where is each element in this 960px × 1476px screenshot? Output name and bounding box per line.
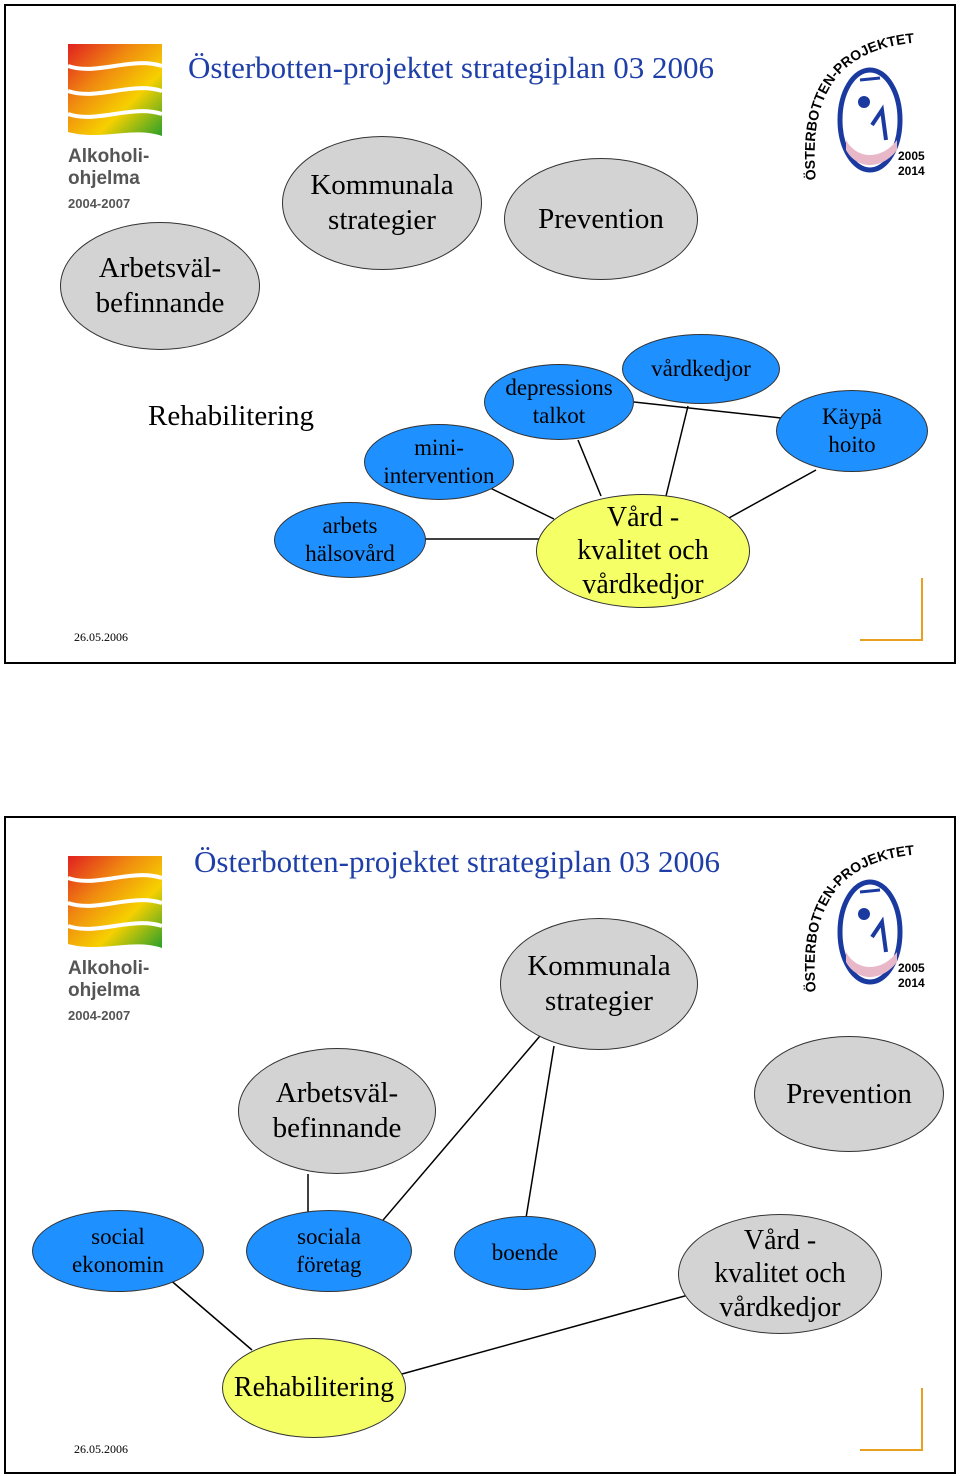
- link-rehab-vard: [401, 1293, 693, 1375]
- alk-logo-line1: Alkoholi-: [68, 958, 149, 979]
- node-social-ekonomin: social ekonomin: [32, 1210, 204, 1292]
- alkoholiohjelma-logo: Alkoholi- ohjelma 2004-2007: [67, 856, 163, 1023]
- alkoholiohjelma-logo: Alkoholi- ohjelma 2004-2007: [67, 44, 163, 211]
- node-boende: boende: [454, 1216, 596, 1290]
- link-depressions-kaypa: [633, 401, 782, 419]
- corner-mark: [860, 578, 923, 641]
- alk-logo-line2: ohjelma: [68, 168, 140, 189]
- link-kommunala-rehab: [377, 1035, 541, 1227]
- node-arbetsvalbefinnande: Arbetsväl- befinnande: [60, 222, 260, 350]
- node-kaypa-hoito: Käypä hoito: [776, 390, 928, 472]
- ost-logo-year1: 2005: [898, 149, 925, 163]
- ost-logo-year2: 2014: [898, 164, 925, 178]
- node-arbetsvalbefinnande: Arbetsväl- befinnande: [238, 1048, 436, 1174]
- node-mini-intervention: mini- intervention: [364, 424, 514, 500]
- slide-1: Alkoholi- ohjelma 2004-2007 ÖSTERBOTTEN-…: [4, 4, 956, 664]
- link-vardkedjor-vard: [665, 405, 689, 497]
- link-social-rehab: [167, 1277, 253, 1351]
- link-mini-vard: [485, 485, 555, 520]
- link-depressions-vard: [577, 439, 602, 497]
- node-vard-kvalitet: Vård - kvalitet och vårdkedjor: [536, 494, 750, 608]
- slide-2: Alkoholi- ohjelma 2004-2007 ÖSTERBOTTEN-…: [4, 816, 956, 1474]
- link-kaypa-vard: [717, 469, 817, 525]
- link-kommunala-boende: [525, 1045, 555, 1219]
- node-rehabilitering: Rehabilitering: [148, 399, 314, 432]
- node-prevention: Prevention: [754, 1036, 944, 1152]
- osterbotten-logo: ÖSTERBOTTEN-PROJEKTET 2005 2014: [802, 30, 925, 181]
- node-kommunala-strategier: Kommunala strategier: [282, 136, 482, 270]
- node-vard-kvalitet: Vård - kvalitet och vårdkedjor: [678, 1214, 882, 1334]
- alk-logo-years: 2004-2007: [68, 1008, 130, 1023]
- slide-date: 26.05.2006: [74, 630, 128, 644]
- ost-logo-year1: 2005: [898, 961, 925, 975]
- node-rehabilitering: Rehabilitering: [222, 1338, 406, 1438]
- alk-logo-line1: Alkoholi-: [68, 146, 149, 167]
- alk-logo-line2: ohjelma: [68, 980, 140, 1001]
- node-kommunala-strategier: Kommunala strategier: [500, 918, 698, 1050]
- slide-title: Österbotten-projektet strategiplan 03 20…: [194, 844, 721, 879]
- connector-lines: [424, 401, 817, 540]
- node-sociala-foretag: sociala företag: [246, 1210, 412, 1292]
- ost-logo-year2: 2014: [898, 976, 925, 990]
- node-vardkedjor: vårdkedjor: [622, 334, 780, 404]
- connector-lines: [167, 1035, 693, 1375]
- node-prevention: Prevention: [504, 158, 698, 280]
- slide-title: Österbotten-projektet strategiplan 03 20…: [188, 50, 715, 85]
- node-arbets-halsovard: arbets hälsovård: [274, 502, 426, 578]
- node-depressions-talkot: depressions talkot: [484, 364, 634, 440]
- corner-mark: [860, 1388, 923, 1451]
- slide-date: 26.05.2006: [74, 1442, 128, 1456]
- alk-logo-years: 2004-2007: [68, 196, 130, 211]
- osterbotten-logo: ÖSTERBOTTEN-PROJEKTET 2005 2014: [802, 842, 925, 993]
